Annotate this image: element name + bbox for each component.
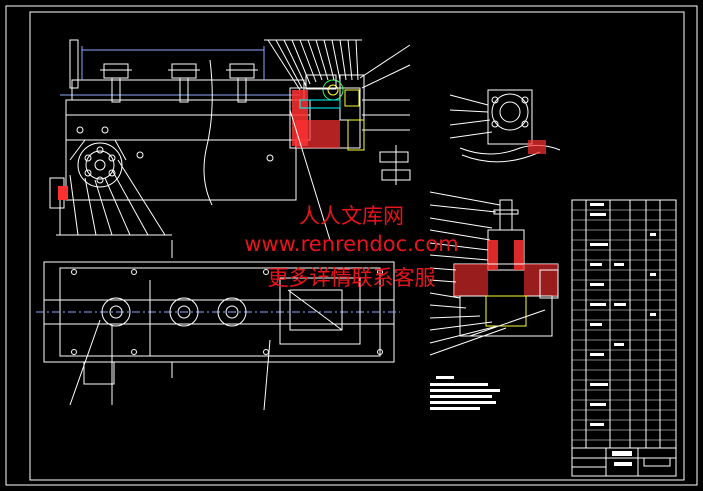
parts-list-table bbox=[571, 199, 677, 477]
watermark-line-2: www.renrendoc.com bbox=[244, 232, 459, 256]
clamp-head-1 bbox=[100, 63, 132, 103]
watermark-line-1: 人人文库网 bbox=[299, 204, 404, 228]
section-a-a bbox=[429, 191, 559, 356]
clamp-head-3 bbox=[226, 63, 258, 103]
top-view bbox=[36, 240, 400, 411]
clamp-head-2 bbox=[168, 63, 200, 103]
technical-notes bbox=[430, 376, 500, 410]
section-detail bbox=[264, 39, 411, 241]
side-view bbox=[449, 89, 561, 163]
inner-frame bbox=[29, 11, 685, 481]
outer-frame bbox=[5, 5, 698, 486]
parts-list-cell-text bbox=[590, 203, 656, 426]
watermark-line-3: 更多详情联系客服 bbox=[267, 266, 436, 290]
